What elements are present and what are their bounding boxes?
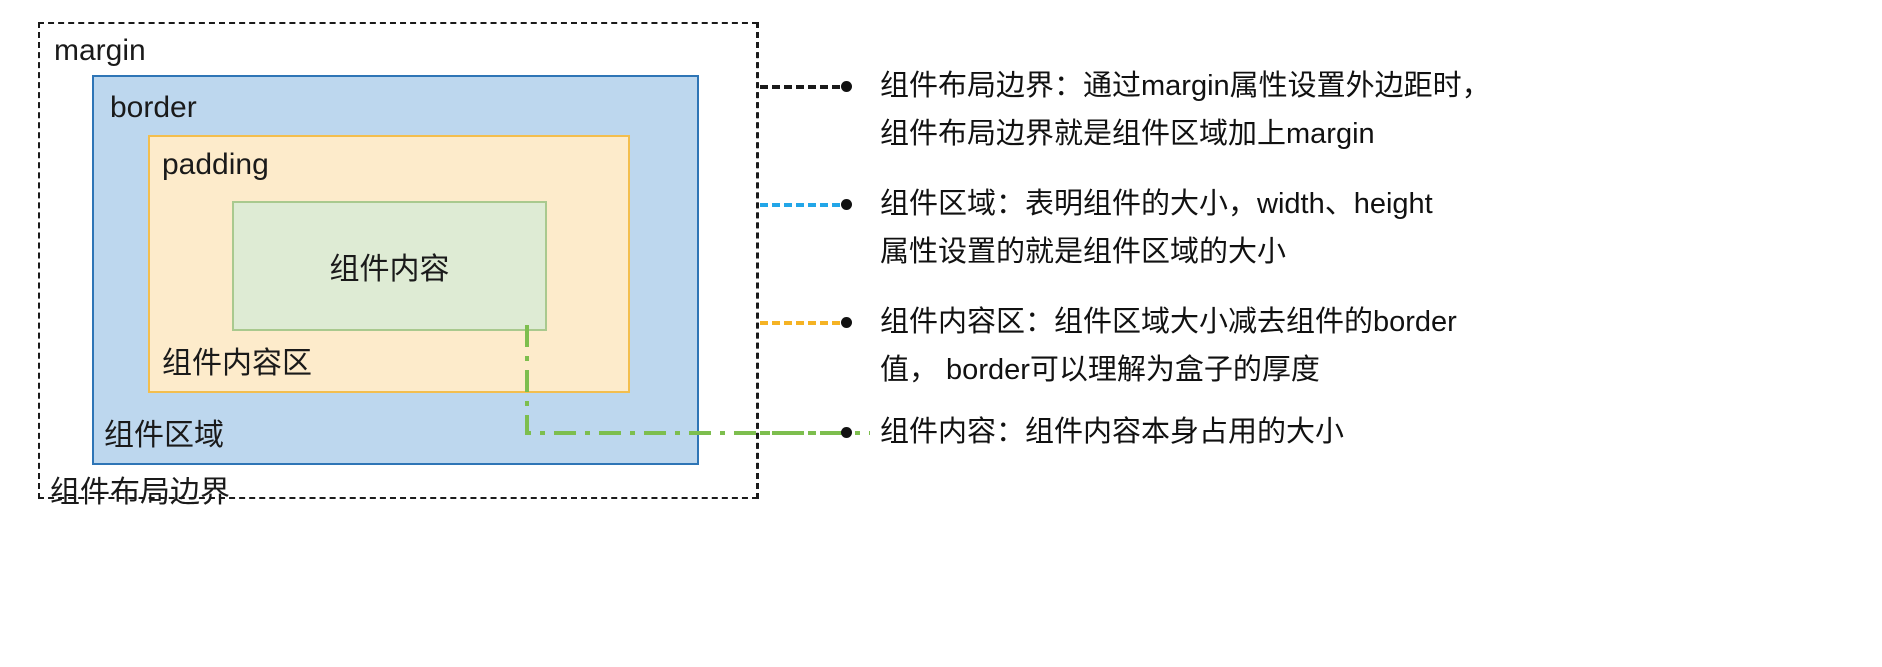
legend-text-content-area: 组件内容区：组件区域大小减去组件的border 值， border可以理解为盒子… — [880, 298, 1457, 394]
legend-line-1: 组件内容：组件内容本身占用的大小 — [880, 416, 1345, 448]
content-area-label: 组件内容区 — [162, 347, 312, 380]
dash-line-icon — [760, 321, 840, 325]
content-leader-elbow — [525, 325, 870, 435]
dash-line-icon — [760, 203, 840, 207]
legend-line-2: 属性设置的就是组件区域的大小 — [880, 236, 1287, 268]
legend-text-component-area: 组件区域：表明组件的大小，width、height 属性设置的就是组件区域的大小 — [880, 180, 1433, 276]
leader-endpoint-dot — [841, 81, 852, 92]
leader-line-content-area — [760, 310, 852, 336]
legend-line-2: 值， border可以理解为盒子的厚度 — [880, 354, 1320, 386]
padding-label: padding — [162, 148, 269, 181]
margin-box-right-guide — [757, 22, 759, 499]
legend-text-content: 组件内容：组件内容本身占用的大小 — [880, 408, 1344, 456]
legend-row-component-area: 组件区域：表明组件的大小，width、height 属性设置的就是组件区域的大小 — [760, 180, 1433, 276]
legend-row-layout-boundary: 组件布局边界：通过margin属性设置外边距时， 组件布局边界就是组件区域加上m… — [760, 62, 1491, 158]
legend-line-1: 组件区域：表明组件的大小，width、height — [880, 188, 1433, 220]
content-box-label: 组件内容 — [329, 253, 450, 286]
legend-row-content: 组件内容：组件内容本身占用的大小 — [760, 408, 1344, 456]
legend-line-1: 组件布局边界：通过margin属性设置外边距时， — [880, 70, 1491, 102]
legend-line-2: 组件布局边界就是组件区域加上margin — [880, 118, 1375, 150]
legend-row-content-area: 组件内容区：组件区域大小减去组件的border 值， border可以理解为盒子… — [760, 298, 1457, 394]
layout-boundary-label: 组件布局边界 — [50, 476, 230, 509]
border-label: border — [110, 91, 197, 124]
legend-text-layout-boundary: 组件布局边界：通过margin属性设置外边距时， 组件布局边界就是组件区域加上m… — [880, 62, 1491, 158]
leader-endpoint-dot — [841, 199, 852, 210]
leader-line-content — [760, 420, 852, 446]
leader-line-component-area — [760, 192, 852, 218]
leader-line-layout-boundary — [760, 74, 852, 100]
leader-endpoint-dot — [841, 427, 852, 438]
content-box: 组件内容 — [232, 201, 547, 331]
dash-line-icon — [760, 85, 840, 89]
margin-label: margin — [54, 34, 146, 67]
legend: 组件布局边界：通过margin属性设置外边距时， 组件布局边界就是组件区域加上m… — [760, 0, 1882, 667]
component-area-label: 组件区域 — [104, 419, 224, 452]
box-model-figure: margin border padding 组件内容 组件内容区 组件区域 组件… — [0, 0, 940, 667]
legend-line-1: 组件内容区：组件区域大小减去组件的border — [880, 306, 1457, 338]
leader-endpoint-dot — [841, 317, 852, 328]
dash-line-icon — [760, 431, 840, 435]
